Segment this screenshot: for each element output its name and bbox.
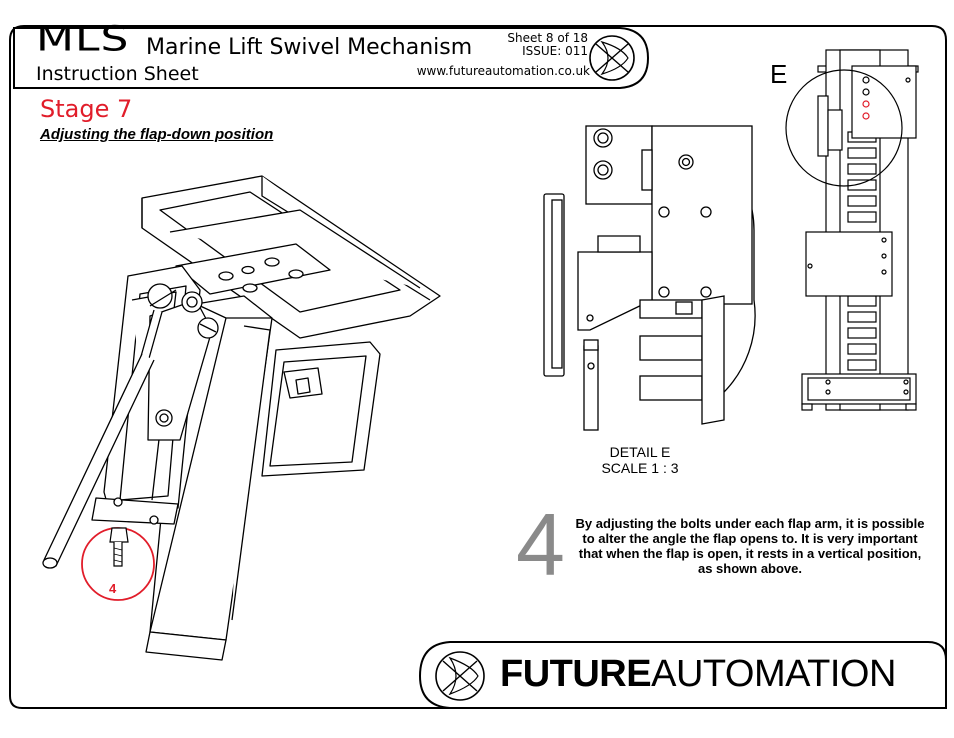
side-view-drawing <box>785 49 919 411</box>
detail-e-drawing <box>543 125 756 431</box>
website-link[interactable]: www.futureautomation.co.uk <box>416 64 590 78</box>
future-automation-logo-icon <box>589 35 635 81</box>
brand-light: AUTOMATION <box>651 653 896 695</box>
document-type: Instruction Sheet <box>36 63 199 85</box>
callout-label: 4 <box>109 581 117 596</box>
stage-subtitle: Adjusting the flap-down position <box>40 126 274 143</box>
detail-marker: E <box>770 59 788 89</box>
step-number: 4 <box>516 495 565 594</box>
bolt-callout <box>81 527 155 601</box>
brand-bold: FUTURE <box>500 653 652 695</box>
detail-caption: DETAIL E SCALE 1 : 3 <box>560 444 720 476</box>
detail-label: DETAIL E <box>609 444 671 460</box>
issue-number: ISSUE: 011 <box>522 44 588 58</box>
footer-brand-box <box>418 641 947 709</box>
title-block <box>13 27 650 89</box>
product-code: MLS <box>36 19 130 60</box>
assembly-illustration <box>42 175 441 661</box>
future-automation-logo-icon <box>435 651 485 701</box>
detail-scale: SCALE 1 : 3 <box>601 460 679 476</box>
sheet-number: Sheet 8 of 18 <box>507 31 588 45</box>
stage-title: Stage 7 <box>40 95 133 123</box>
brand-wordmark: FUTUREAUTOMATION <box>500 652 896 696</box>
product-name: Marine Lift Swivel Mechanism <box>146 35 473 60</box>
step-instructions: By adjusting the bolts under each flap a… <box>575 516 925 576</box>
